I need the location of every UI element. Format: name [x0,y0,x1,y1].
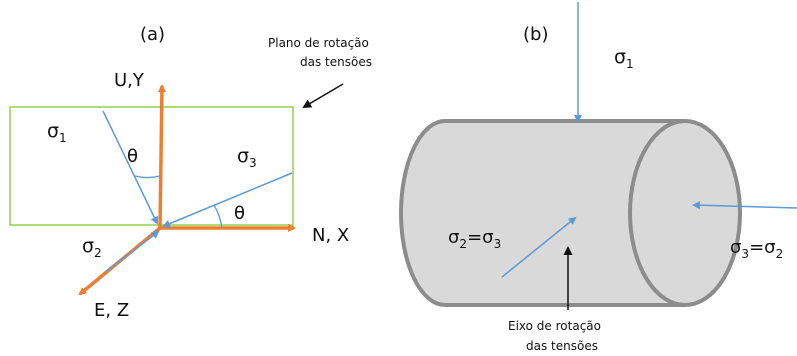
axis-label-vertical: U,Y [114,70,145,91]
axis-note-line2: das tensões [526,339,598,353]
sigma2-arrow [501,216,577,278]
axis-note-line1: Eixo de rotação [508,319,601,333]
sigma2-label: σ2 [82,235,102,260]
sigma3-label: σ3 [237,145,257,170]
sigma2-eq-label: σ2=σ3 [448,227,501,251]
sigma1-direction [102,110,158,225]
panel-a-label: (a) [140,24,165,45]
theta-arc-upper [134,175,161,179]
axis-label-depth: E, Z [94,300,129,321]
theta-label-upper: θ [127,146,138,167]
sigma1-label-b: σ1 [614,46,634,71]
plane-note-line2: das tensões [300,55,372,69]
sigma1-label: σ1 [47,120,67,145]
sigma2-direction [104,230,160,273]
axis-label-horizontal: N, X [312,225,349,246]
plane-note-line1: Plano de rotação [268,36,369,50]
sigma3-arrow [692,201,797,210]
plane-note-arrow [302,83,344,109]
cylinder-end-face [628,119,742,307]
cylinder-body [399,119,687,307]
sigma3-eq-label: σ3=σ2 [730,237,783,261]
rotation-plane [9,106,294,226]
theta-arc-lower [213,204,223,229]
panel-b-label: (b) [523,24,548,45]
sigma3-direction [162,172,293,228]
axis-vertical [157,84,166,229]
theta-label-lower: θ [234,203,245,224]
